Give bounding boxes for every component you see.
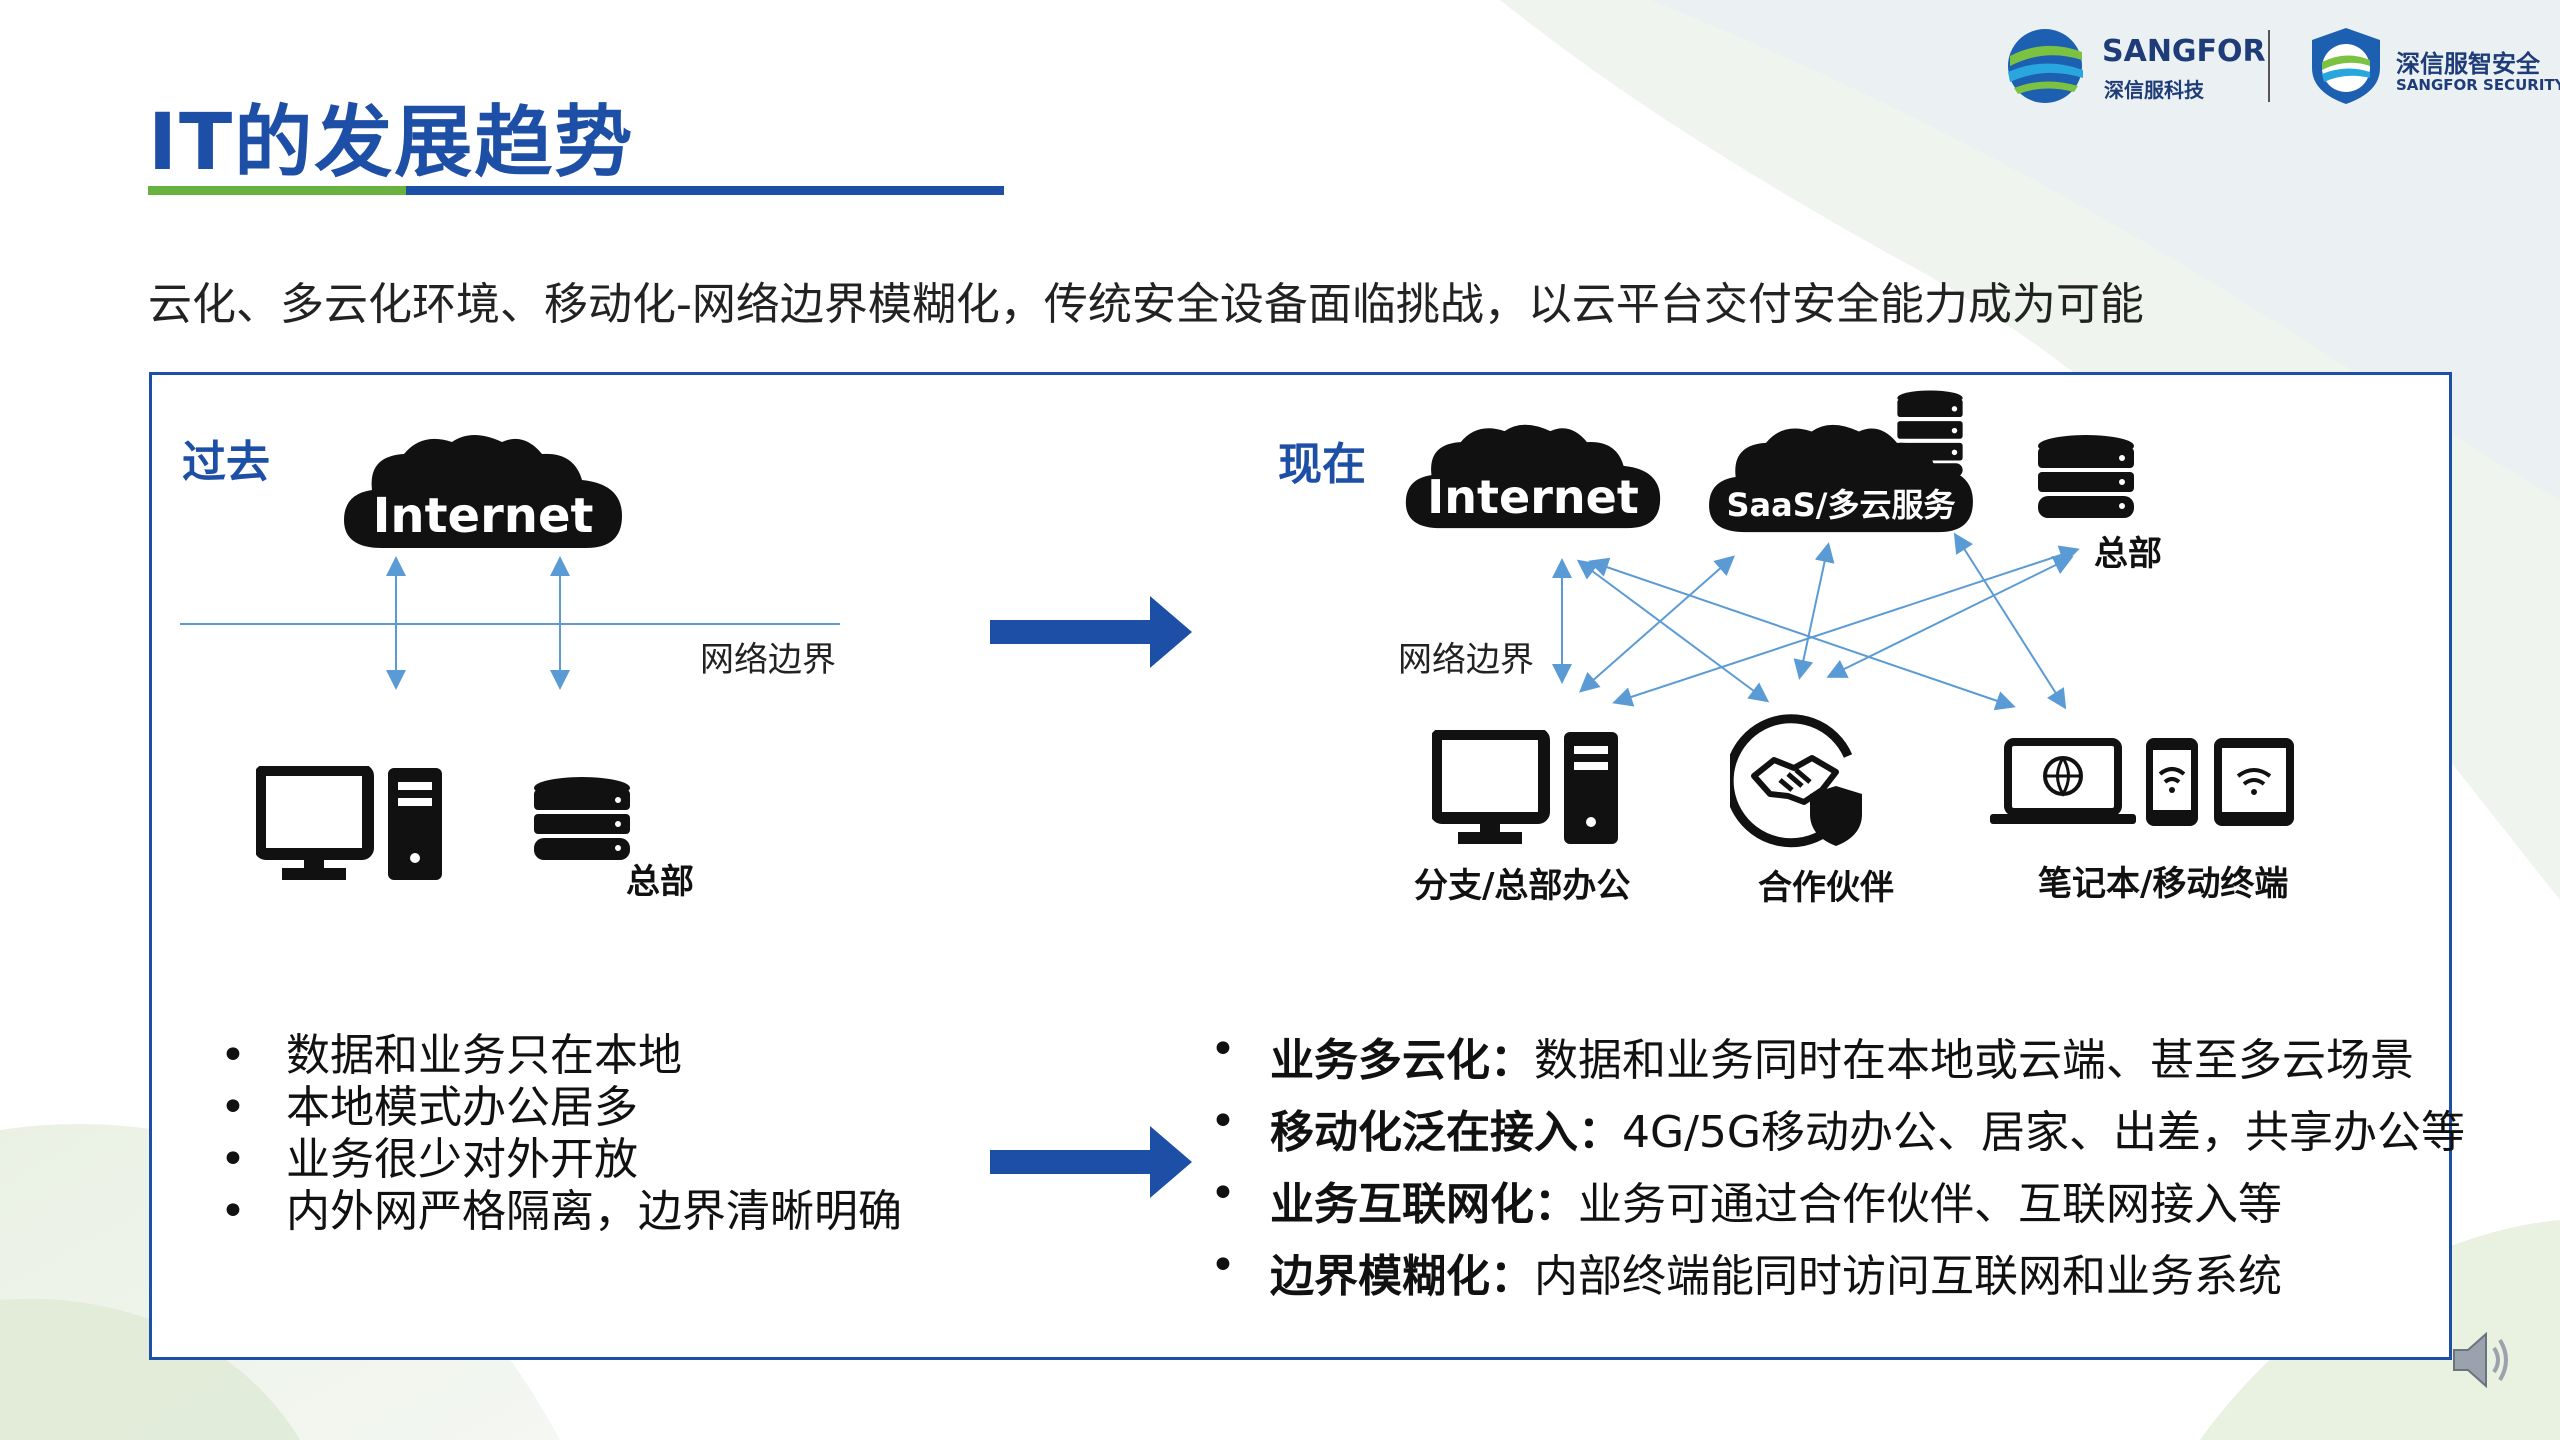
list-item: •内外网严格隔离，边界清晰明确 [220, 1186, 902, 1237]
logo-divider [2268, 30, 2270, 102]
cloud-icon [1405, 424, 1661, 529]
past-bullet-list: •数据和业务只在本地 •本地模式办公居多 •业务很少对外开放 •内外网严格隔离，… [220, 1030, 902, 1238]
past-label: 过去 [182, 437, 270, 488]
sangfor-globe-icon [2008, 29, 2083, 103]
bullet-dot: • [1210, 1168, 1236, 1219]
cloud-database-icon [1897, 390, 1963, 477]
security-en-name: SANGFOR SECURITY [2396, 76, 2560, 94]
present-label: 现在 [1278, 439, 1366, 490]
present-internet-cloud: Internet [1404, 420, 1662, 532]
security-cn-name: 深信服智安全 [2396, 50, 2540, 78]
transition-arrow-top [990, 596, 1192, 668]
past-internet-cloud: Internet [342, 432, 624, 550]
shield-globe-icon [2312, 28, 2380, 104]
present-bullet-list: •业务多云化：数据和业务同时在本地或云端、甚至多云场景 •移动化泛在接入：4G/… [1210, 1024, 2465, 1312]
bullet-dot: • [220, 1030, 246, 1081]
speaker-icon[interactable] [2450, 1330, 2512, 1390]
link-hq-partner [1826, 556, 2074, 678]
present-boundary-label: 网络边界 [1398, 640, 1534, 680]
sangfor-cn-name: 深信服科技 [2104, 78, 2204, 102]
list-item: •边界模糊化：内部终端能同时访问互联网和业务系统 [1210, 1240, 2282, 1302]
sangfor-name: SANGFOR [2102, 34, 2266, 69]
link-internet-mobile [1588, 557, 2016, 711]
present-saas-label: SaaS/多云服务 [1726, 486, 1956, 524]
smartphone-wifi-icon [2146, 738, 2198, 826]
bullet-dot: • [1210, 1096, 1236, 1147]
bullet-dot: • [220, 1134, 246, 1185]
past-hq-label: 总部 [626, 862, 694, 902]
present-internet-label: Internet [1427, 470, 1639, 524]
link-saas-mobile [1953, 532, 2067, 710]
sangfor-security-logo: 深信服智安全 SANGFOR SECURITY [2306, 26, 2560, 106]
desktop-computer-icon [256, 766, 442, 880]
list-item: •移动化泛在接入：4G/5G移动办公、居家、出差，共享办公等 [1210, 1096, 2466, 1158]
bullet-dot: • [220, 1082, 246, 1133]
cloud-icon [344, 435, 622, 548]
past-internet-label: Internet [372, 488, 594, 544]
database-server-icon [534, 777, 630, 860]
branch-label: 分支/总部办公 [1414, 866, 1631, 906]
link-saas-partner [1793, 542, 1835, 680]
page-subtitle: 云化、多云化环境、移动化-网络边界模糊化，传统安全设备面临挑战，以云平台交付安全… [148, 279, 2144, 330]
transition-arrow-bottom [990, 1126, 1192, 1198]
page-title: IT的发展趋势 [148, 98, 635, 188]
list-item: •数据和业务只在本地 [220, 1030, 682, 1081]
mobile-label: 笔记本/移动终端 [2038, 864, 2289, 904]
tablet-wifi-icon [2214, 738, 2294, 826]
laptop-globe-icon [1990, 738, 2136, 824]
title-underline-green [148, 186, 406, 195]
present-hq-label: 总部 [2094, 534, 2162, 574]
title-underline-blue [406, 186, 1004, 195]
past-boundary-label: 网络边界 [700, 640, 836, 680]
list-item: •业务很少对外开放 [220, 1134, 638, 1185]
bullet-dot: • [1210, 1024, 1236, 1075]
link-internet-partner [1576, 559, 1770, 703]
bullet-dot: • [1210, 1240, 1236, 1291]
sangfor-logo: SANGFOR 深信服科技 [2004, 26, 2266, 106]
list-item: •业务多云化：数据和业务同时在本地或云端、甚至多云场景 [1210, 1024, 2414, 1086]
link-hq-branch [1612, 545, 2080, 707]
partner-label: 合作伙伴 [1758, 868, 1894, 908]
branch-desktop-icon [1432, 730, 1618, 844]
hq-database-icon [2038, 435, 2134, 518]
bullet-dot: • [220, 1186, 246, 1237]
list-item: •业务互联网化：业务可通过合作伙伴、互联网接入等 [1210, 1168, 2282, 1230]
handshake-shield-icon [1730, 714, 1862, 848]
list-item: •本地模式办公居多 [220, 1082, 638, 1133]
